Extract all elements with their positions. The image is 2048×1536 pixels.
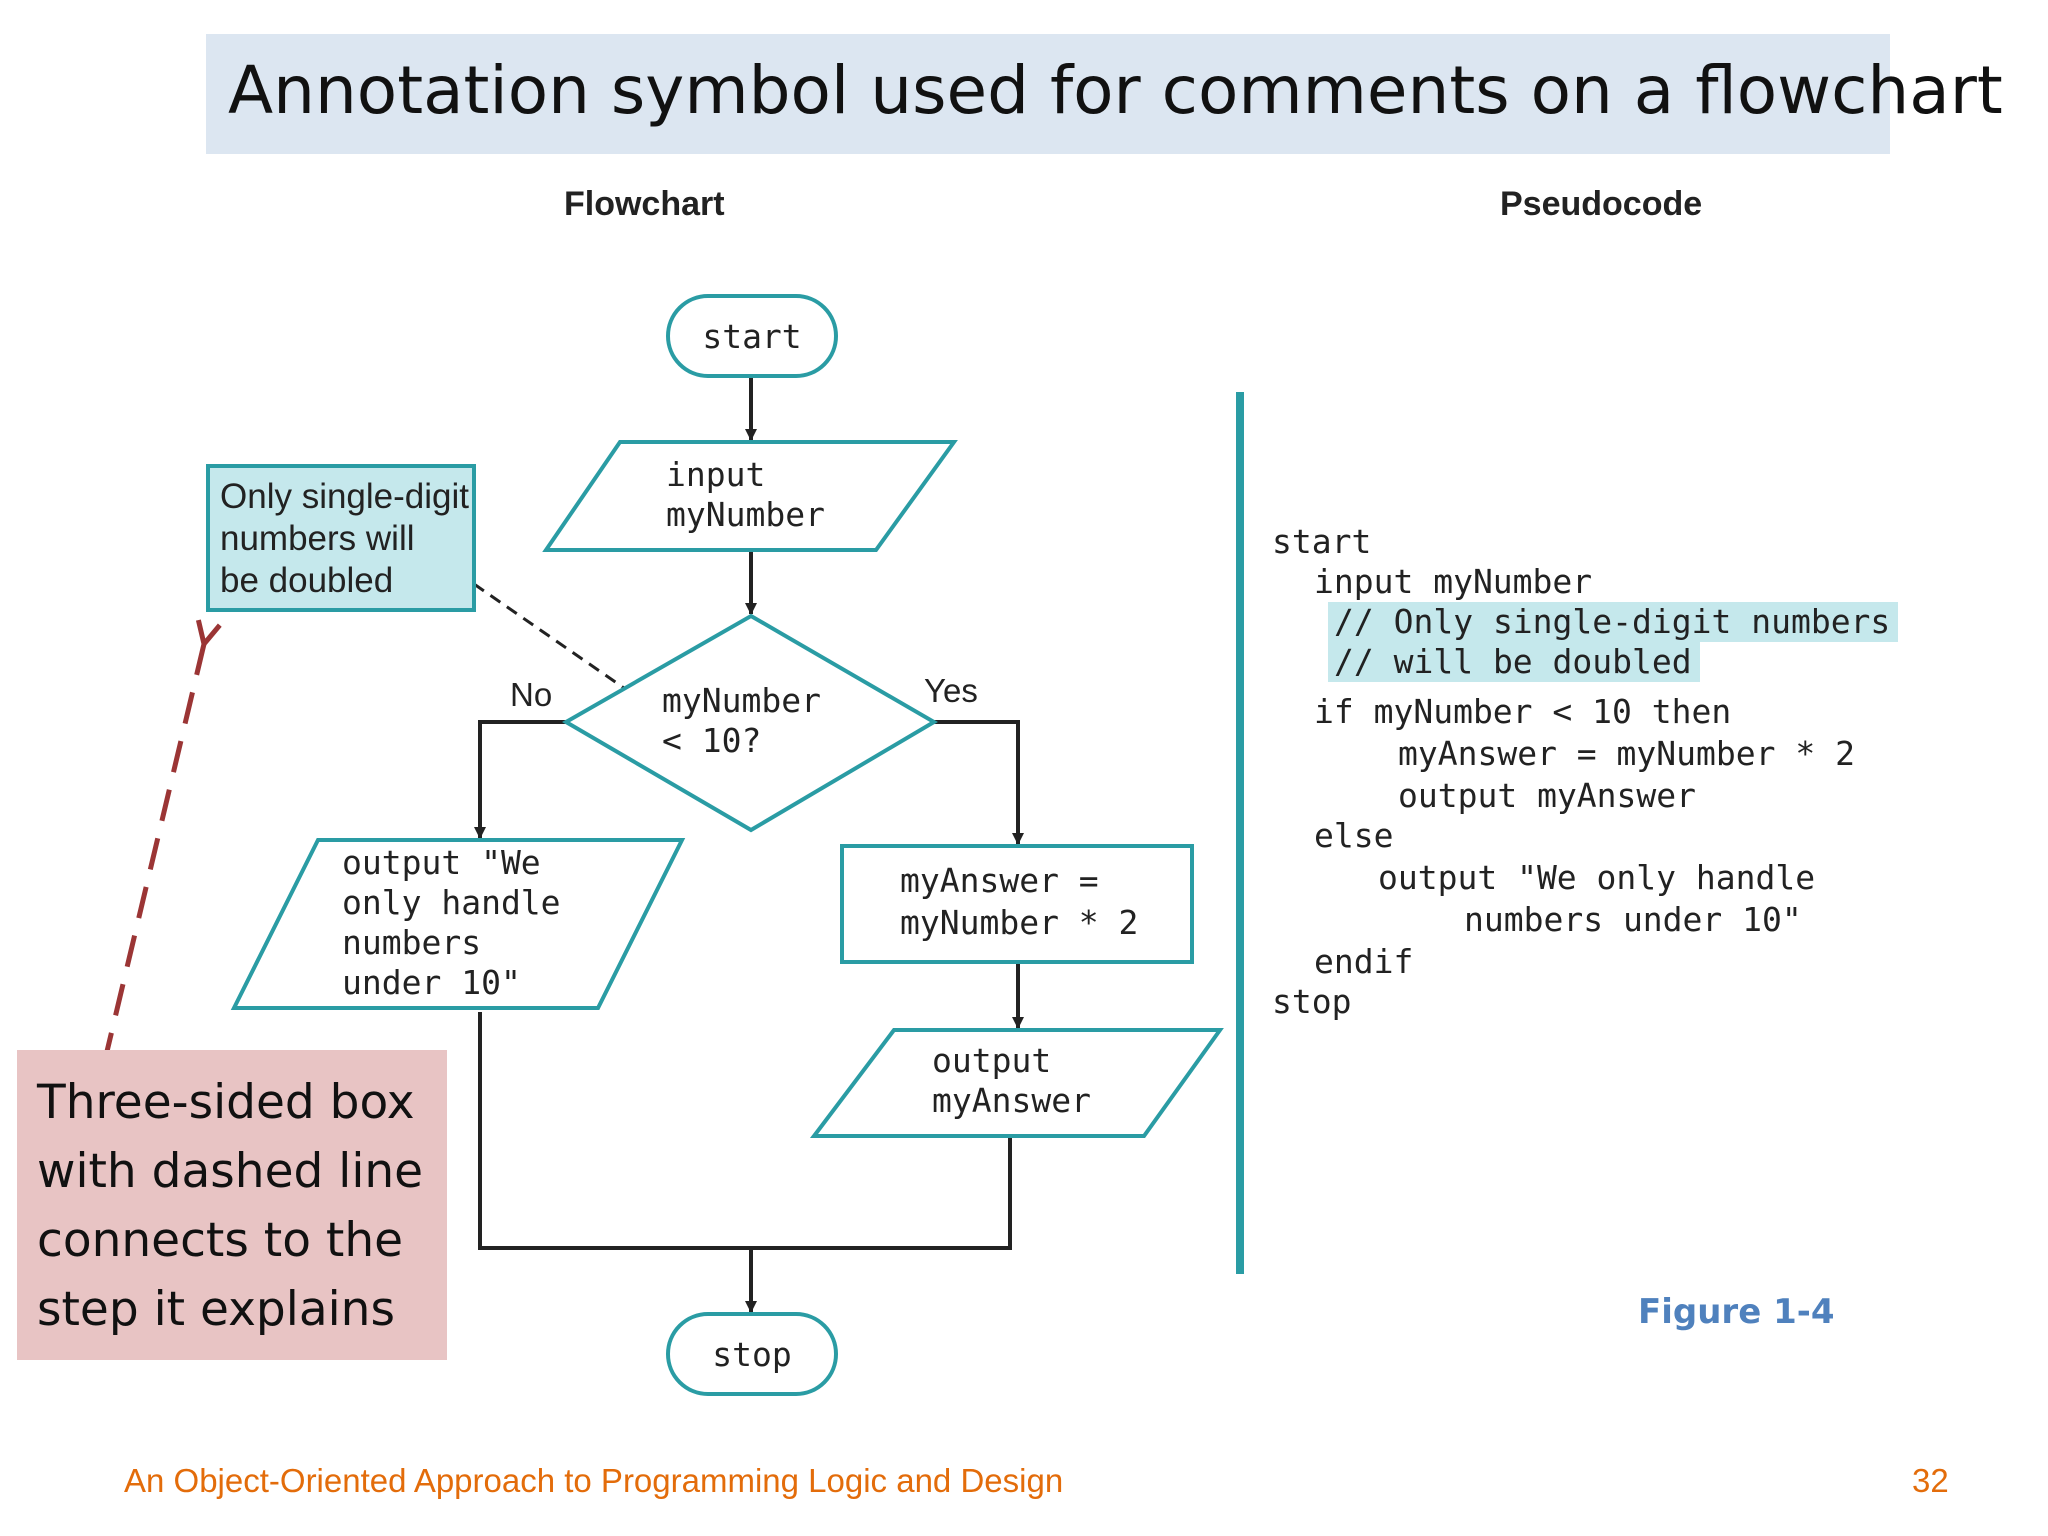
flow-connectors (474, 376, 1024, 1313)
callout-box: Three-sided box with dashed line connect… (17, 1050, 447, 1360)
output-error-parallelogram (230, 838, 686, 1010)
output-answer-line-2: myAnswer (932, 1081, 1091, 1120)
input-parallelogram (542, 440, 958, 552)
footer-text: An Object-Oriented Approach to Programmi… (124, 1462, 1064, 1499)
pseudo-line-if: if myNumber < 10 then (1314, 692, 1732, 731)
pseudocode-heading: Pseudocode (1500, 185, 1703, 223)
pseudo-line-else: else (1314, 816, 1394, 855)
pseudo-line-output-error: output "We only handle (1378, 858, 1816, 897)
stop-terminal (666, 1312, 838, 1396)
pseudo-line-endif: endif (1314, 942, 1414, 981)
pseudo-line-start: start (1272, 522, 1372, 561)
start-terminal (666, 294, 838, 378)
annotation-line-2: numbers will (220, 519, 415, 558)
pseudo-line-stop: stop (1272, 982, 1352, 1021)
slide-title: Annotation symbol used for comments on a… (228, 52, 2003, 129)
output-answer-line-1: output (932, 1041, 1051, 1080)
page-number: 32 (1912, 1462, 1949, 1499)
connector-decision-no (474, 720, 566, 839)
decision-line-1: myNumber (662, 681, 821, 720)
figure-label: Figure 1-4 (1638, 1292, 1835, 1332)
title-band (206, 34, 1890, 154)
start-label: start (702, 317, 801, 356)
pseudo-line-input: input myNumber (1314, 562, 1593, 601)
annotation-box (206, 464, 476, 612)
connector-merge (478, 1012, 1012, 1250)
process-line-1: myAnswer = (900, 861, 1099, 900)
process-rectangle (840, 844, 1194, 964)
decision-yes-label: Yes (924, 672, 978, 709)
output-error-line-1: output "We (342, 843, 541, 882)
decision-line-2: < 10? (662, 721, 761, 760)
output-answer-parallelogram (809, 1028, 1224, 1138)
process-line-2: myNumber * 2 (900, 903, 1138, 942)
pseudo-line-output-answer: output myAnswer (1398, 776, 1697, 815)
decision-diamond (562, 613, 938, 833)
input-line-2: myNumber (666, 495, 825, 534)
connector-decision-yes (934, 720, 1024, 845)
output-error-line-3: numbers (342, 923, 481, 962)
annotation-dashed-line (473, 582, 625, 690)
annotation-line-3: be doubled (220, 561, 393, 600)
stop-label: stop (712, 1335, 791, 1374)
pseudo-comment-line-2: // will be doubled (1328, 642, 1700, 682)
annotation-line-1: Only single-digit (220, 477, 469, 516)
flowchart-heading: Flowchart (564, 185, 725, 223)
pseudo-comment-line-1: // Only single-digit numbers (1328, 602, 1899, 642)
output-error-line-2: only handle (342, 883, 561, 922)
decision-no-label: No (510, 676, 552, 713)
pseudo-line-output-error-cont: numbers under 10" (1464, 900, 1802, 939)
output-error-line-4: under 10" (342, 963, 521, 1002)
pseudo-line-assign: myAnswer = myNumber * 2 (1398, 734, 1855, 773)
input-line-1: input (666, 455, 765, 494)
callout-arrow (101, 644, 204, 1065)
